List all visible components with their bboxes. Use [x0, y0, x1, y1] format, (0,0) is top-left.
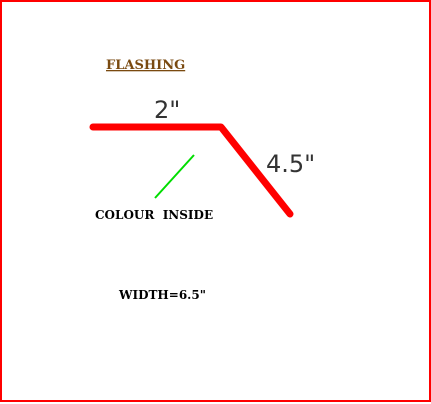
colour-side-indicator	[154, 154, 195, 199]
width-note: WIDTH=6.5"	[118, 288, 206, 302]
top-length-label: 2"	[154, 96, 180, 124]
diagram-title: FLASHING	[106, 58, 185, 73]
slope-length-label: 4.5"	[266, 150, 315, 178]
flashing-profile	[89, 123, 294, 218]
colour-side-note: COLOUR INSIDE	[95, 208, 213, 222]
